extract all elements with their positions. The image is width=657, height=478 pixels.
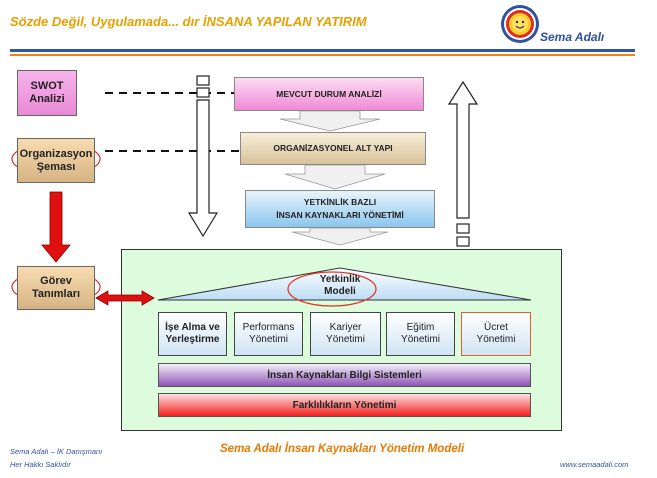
swot-box: SWOT Analizi <box>17 70 77 116</box>
footer-author: Sema Adalı – İK Danışmanı <box>10 447 103 456</box>
hr-information-systems-bar: İnsan Kaynakları Bilgi Sistemleri <box>158 363 531 387</box>
organization-chart-box: Organizasyon Şeması <box>17 138 95 183</box>
page-title: Sözde Değil, Uygulamada... dır İNSANA YA… <box>10 14 367 29</box>
module-training: Eğitim Yönetimi <box>386 312 455 356</box>
module-label: Kariyer Yönetimi <box>326 322 365 345</box>
chevron-down-icon <box>284 164 386 190</box>
diagram-caption: Sema Adalı İnsan Kaynakları Yönetim Mode… <box>220 443 465 455</box>
down-arrow-icon <box>187 75 219 238</box>
competency-hr-line1: YETKİNLİK BAZLI <box>303 197 377 207</box>
org-infrastructure-box: ORGANİZASYONEL ALT YAPI <box>240 132 426 165</box>
up-arrow-icon <box>447 80 479 247</box>
module-label: Ücret Yönetimi <box>476 322 516 345</box>
hr-information-systems-label: İnsan Kaynakları Bilgi Sistemleri <box>267 369 422 381</box>
job-descriptions-box: Görev Tanımları <box>17 266 95 310</box>
module-label: Eğitim Yönetimi <box>401 322 440 345</box>
red-double-arrow-icon <box>95 290 155 306</box>
competency-hr-box: YETKİNLİK BAZLI İNSAN KAYNAKLARI YÖNETİM… <box>245 190 435 228</box>
module-label: Performans Yönetimi <box>242 322 295 345</box>
module-label: İşe Alma ve Yerleştirme <box>165 322 220 345</box>
competency-roof <box>157 267 532 301</box>
org-infrastructure-label: ORGANİZASYONEL ALT YAPI <box>273 143 393 153</box>
smiley-logo-icon <box>501 5 539 43</box>
chevron-down-icon <box>279 110 381 132</box>
diversity-management-label: Farklılıkların Yönetimi <box>292 399 397 411</box>
brand-name: Sema Adalı <box>540 30 605 44</box>
footer-copyright: Her Hakkı Saklıdır <box>10 460 71 469</box>
swot-label: SWOT Analizi <box>29 80 65 105</box>
highlight-circle <box>287 271 377 307</box>
footer-website-link[interactable]: www.semaadali.com <box>560 460 629 469</box>
current-state-box: MEVCUT DURUM ANALİZİ <box>234 77 424 111</box>
red-down-arrow-icon <box>41 191 71 263</box>
header-divider-blue <box>10 49 635 52</box>
current-state-label: MEVCUT DURUM ANALİZİ <box>276 88 382 99</box>
competency-hr-line2: İNSAN KAYNAKLARI YÖNETİMİ <box>276 210 404 220</box>
module-career: Kariyer Yönetimi <box>310 312 381 356</box>
organization-chart-label: Organizasyon Şeması <box>19 147 93 173</box>
module-compensation: Ücret Yönetimi <box>461 312 531 356</box>
module-performance: Performans Yönetimi <box>234 312 303 356</box>
competency-model-label: Yetkinlik Modeli <box>319 274 361 297</box>
chevron-down-icon <box>291 227 389 246</box>
job-descriptions-label: Görev Tanımları <box>31 275 81 300</box>
header-divider-orange <box>10 54 635 56</box>
diversity-management-bar: Farklılıkların Yönetimi <box>158 393 531 417</box>
module-recruitment: İşe Alma ve Yerleştirme <box>158 312 227 356</box>
